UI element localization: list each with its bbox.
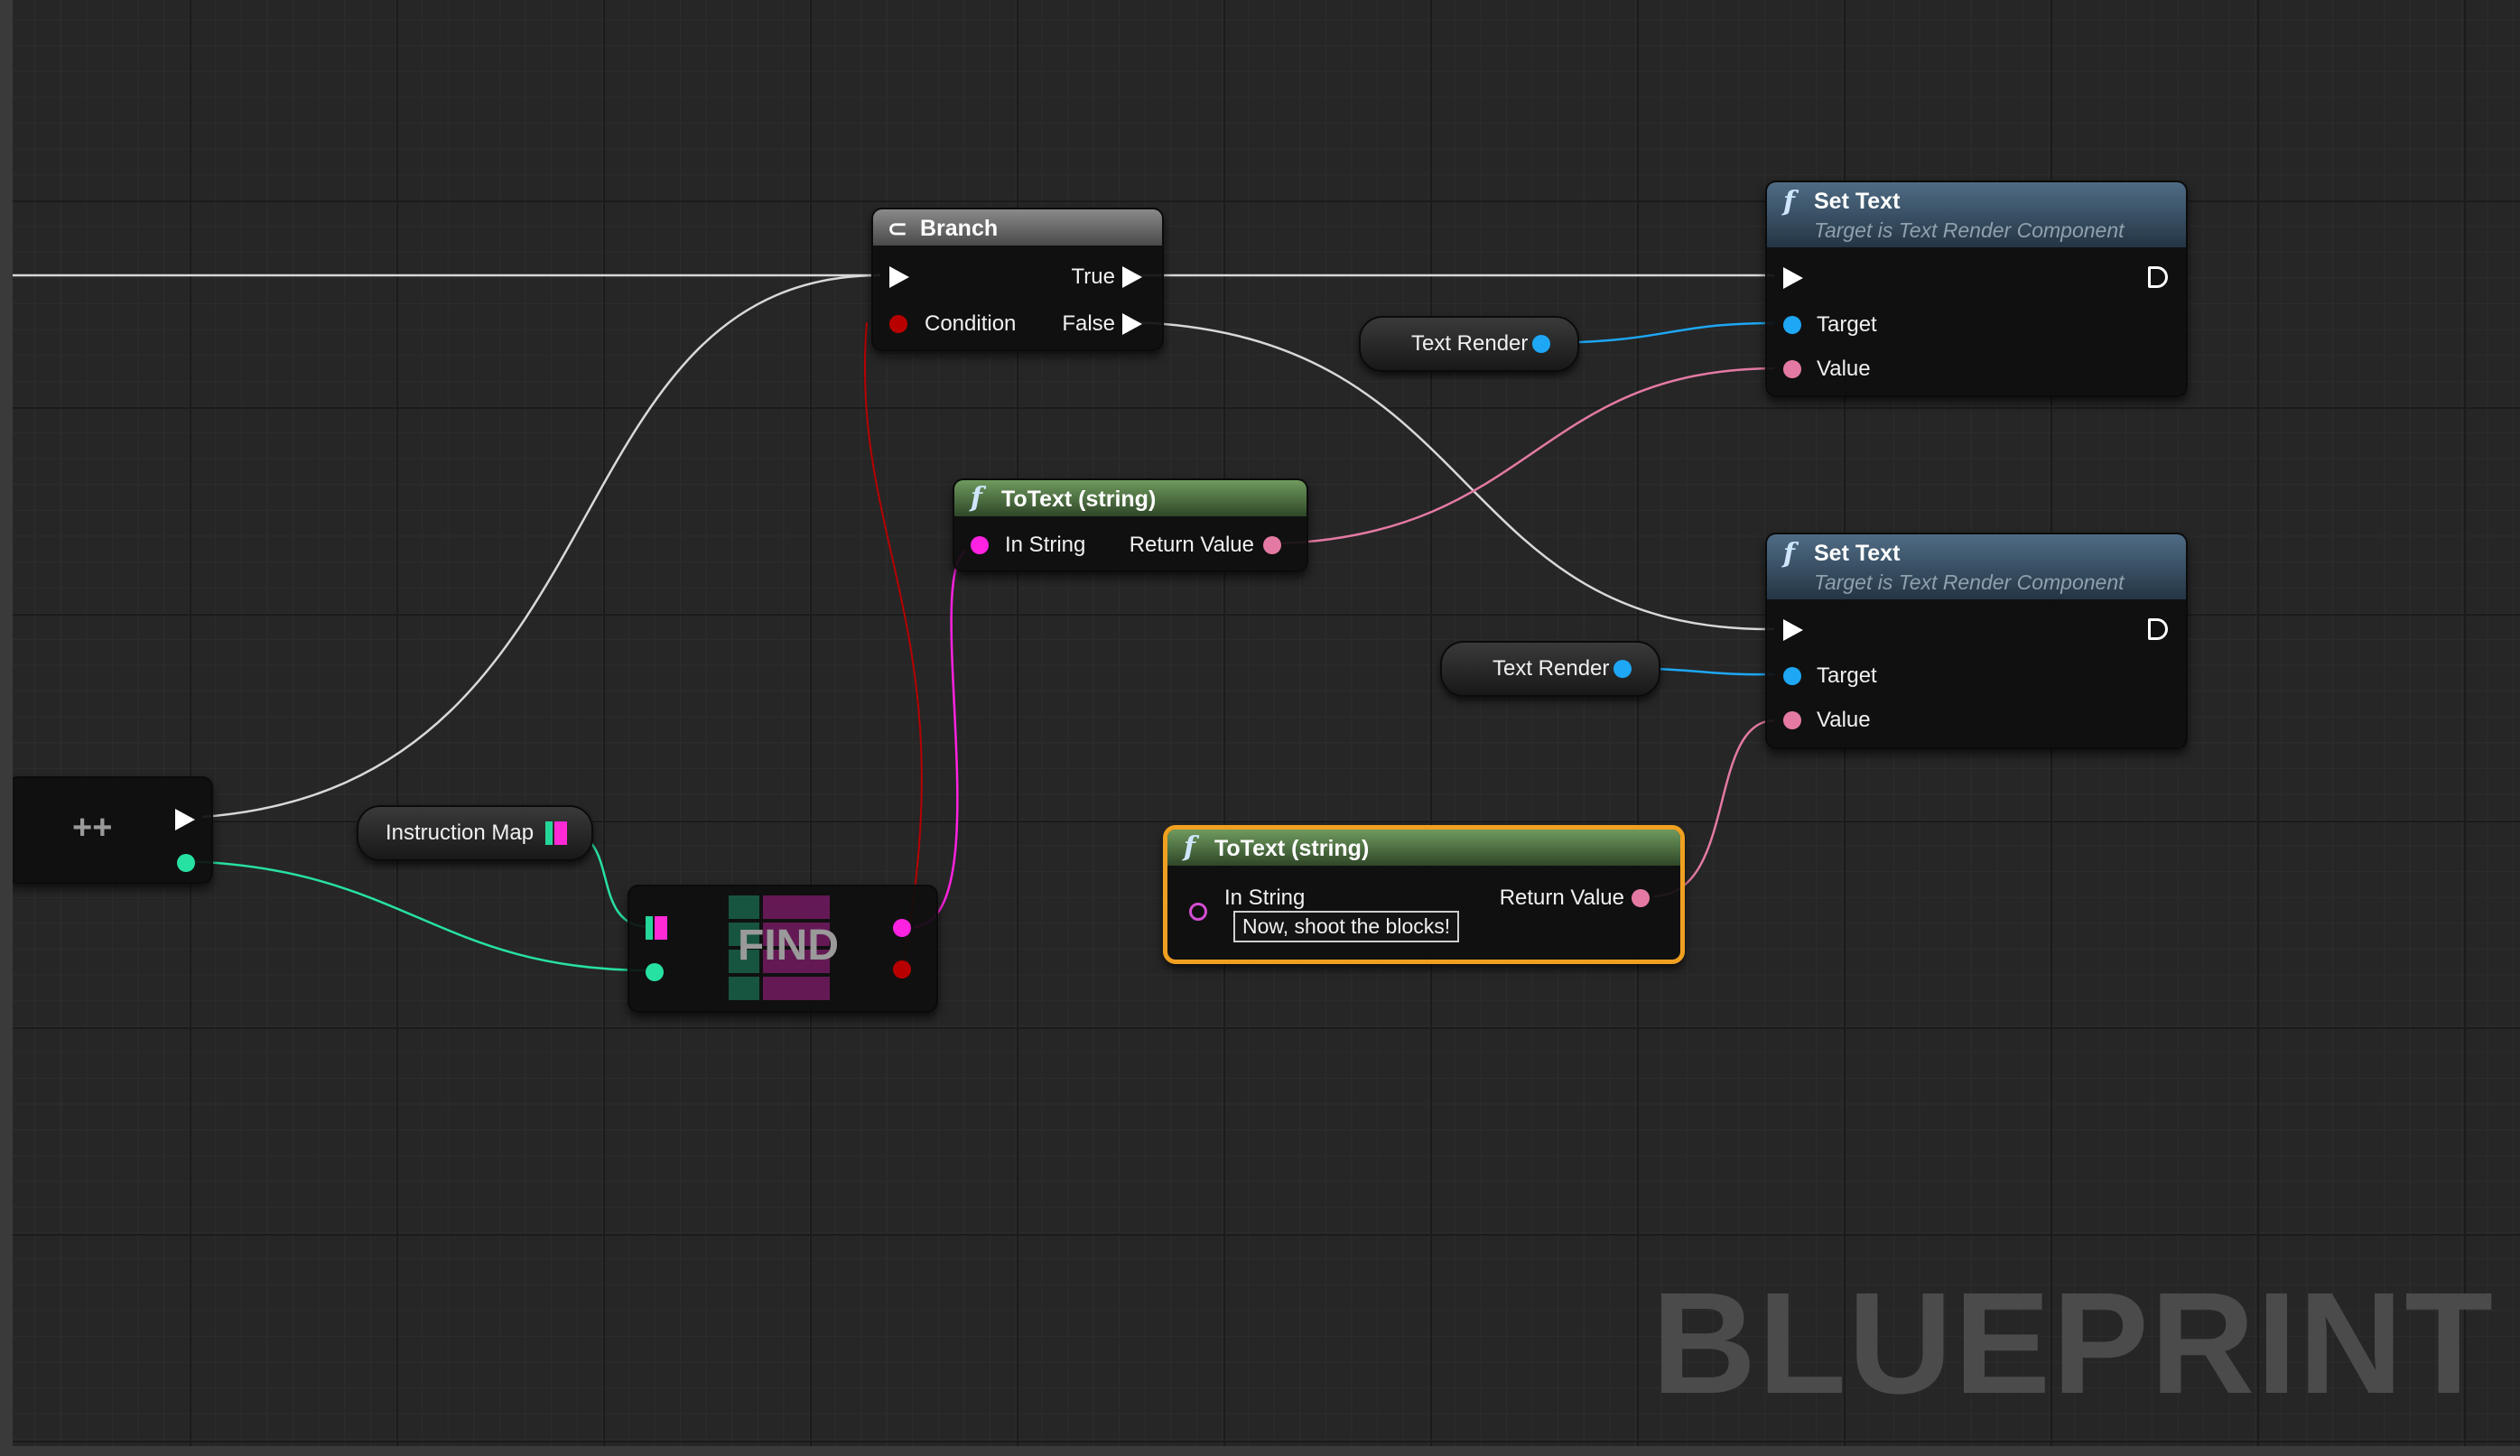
totext-1-in-string-pin[interactable] bbox=[971, 536, 989, 554]
find-map-in-pin[interactable] bbox=[646, 916, 669, 940]
map-pin-icon[interactable] bbox=[545, 821, 569, 845]
set-text-1-exec-out-pin[interactable] bbox=[2148, 266, 2168, 288]
set-text-1-exec-in-pin[interactable] bbox=[1783, 267, 1803, 289]
totext-node-1[interactable]: f ToText (string) In String Return Value bbox=[953, 478, 1308, 572]
increment-node[interactable]: ++ bbox=[7, 776, 213, 884]
exec-wire-increment-to-branch bbox=[201, 274, 881, 819]
text-render-1-pin[interactable] bbox=[1532, 335, 1550, 353]
totext-2-header bbox=[1167, 830, 1680, 866]
branch-exec-in-pin[interactable] bbox=[889, 266, 909, 288]
totext-2-in-string-input[interactable]: Now, shoot the blocks! bbox=[1233, 911, 1460, 942]
graph-left-border bbox=[0, 0, 13, 1456]
text-render-variable-2[interactable]: Text Render bbox=[1440, 641, 1660, 697]
branch-false-pin[interactable] bbox=[1122, 313, 1142, 335]
totext-node-2[interactable]: f ToText (string) In String Now, shoot t… bbox=[1163, 825, 1685, 964]
totext-2-title: ToText (string) bbox=[1214, 836, 1370, 861]
graph-bottom-border bbox=[0, 1446, 2520, 1456]
totext-1-title: ToText (string) bbox=[1001, 487, 1157, 512]
branch-node[interactable]: ⊂ Branch True Condition False bbox=[871, 208, 1164, 351]
totext-1-header bbox=[954, 480, 1306, 516]
branch-header bbox=[873, 209, 1162, 246]
branch-icon: ⊂ bbox=[888, 215, 907, 242]
set-text-1-subtitle: Target is Text Render Component bbox=[1814, 218, 2125, 242]
branch-true-label: True bbox=[1071, 264, 1115, 289]
set-text-2-value-label: Value bbox=[1817, 708, 1871, 732]
totext-2-in-string-pin[interactable] bbox=[1189, 903, 1207, 921]
int-wire-increment-to-find bbox=[180, 859, 651, 972]
totext-2-return-pin[interactable] bbox=[1632, 889, 1650, 907]
instruction-map-variable[interactable]: Instruction Map bbox=[357, 805, 593, 861]
function-icon: f bbox=[1783, 186, 1795, 218]
set-text-1-title: Set Text bbox=[1814, 189, 1901, 214]
text-render-2-label: Text Render bbox=[1492, 656, 1610, 681]
branch-condition-label: Condition bbox=[925, 311, 1017, 336]
set-text-2-exec-in-pin[interactable] bbox=[1783, 619, 1803, 641]
totext-2-in-string-label: In String bbox=[1224, 886, 1306, 910]
set-text-2-target-label: Target bbox=[1817, 663, 1877, 688]
set-text-2-header bbox=[1767, 534, 2186, 599]
branch-true-pin[interactable] bbox=[1122, 266, 1142, 288]
string-wire-find-to-totext bbox=[913, 549, 967, 929]
totext-1-return-label: Return Value bbox=[1129, 533, 1254, 557]
totext-1-in-string-label: In String bbox=[1005, 533, 1086, 557]
find-key-in-pin[interactable] bbox=[646, 963, 664, 981]
set-text-2-title: Set Text bbox=[1814, 541, 1901, 566]
set-text-1-header bbox=[1767, 182, 2186, 247]
find-value-out-pin[interactable] bbox=[893, 919, 911, 937]
bool-wire-condition bbox=[863, 321, 923, 967]
set-text-2-value-pin[interactable] bbox=[1783, 711, 1801, 729]
set-text-node-1[interactable]: f Set Text Target is Text Render Compone… bbox=[1765, 181, 2188, 397]
set-text-node-2[interactable]: f Set Text Target is Text Render Compone… bbox=[1765, 533, 2188, 749]
totext-2-return-label: Return Value bbox=[1499, 886, 1624, 910]
instruction-map-label: Instruction Map bbox=[386, 821, 535, 845]
find-node-label: FIND bbox=[738, 922, 839, 969]
branch-false-label: False bbox=[1062, 311, 1115, 336]
function-icon: f bbox=[1783, 538, 1795, 570]
text-render-1-label: Text Render bbox=[1411, 331, 1529, 356]
set-text-2-target-pin[interactable] bbox=[1783, 667, 1801, 685]
increment-exec-out-pin[interactable] bbox=[175, 809, 195, 830]
set-text-2-exec-out-pin[interactable] bbox=[2148, 618, 2168, 640]
branch-condition-pin[interactable] bbox=[889, 315, 907, 333]
function-icon: f bbox=[971, 482, 982, 514]
exec-wire-false bbox=[1132, 320, 1775, 631]
text-render-2-pin[interactable] bbox=[1613, 660, 1632, 678]
set-text-1-value-pin[interactable] bbox=[1783, 360, 1801, 378]
increment-result-pin[interactable] bbox=[177, 854, 195, 872]
function-icon: f bbox=[1184, 831, 1195, 863]
object-wire-textrender1 bbox=[1550, 321, 1775, 345]
blueprint-watermark: BLUEPRINT bbox=[1651, 1262, 2495, 1424]
totext-1-return-pin[interactable] bbox=[1263, 536, 1281, 554]
text-render-variable-1[interactable]: Text Render bbox=[1359, 316, 1579, 372]
branch-title: Branch bbox=[920, 216, 999, 241]
find-bool-out-pin[interactable] bbox=[893, 960, 911, 978]
increment-symbol: ++ bbox=[72, 809, 113, 847]
find-node-background-icon bbox=[729, 895, 835, 1002]
set-text-1-target-label: Target bbox=[1817, 312, 1877, 337]
set-text-2-subtitle: Target is Text Render Component bbox=[1814, 570, 2125, 594]
set-text-1-value-label: Value bbox=[1817, 357, 1871, 381]
text-wire-totext-to-settext1 bbox=[1281, 366, 1775, 545]
find-node[interactable]: FIND bbox=[628, 885, 938, 1013]
set-text-1-target-pin[interactable] bbox=[1783, 316, 1801, 334]
